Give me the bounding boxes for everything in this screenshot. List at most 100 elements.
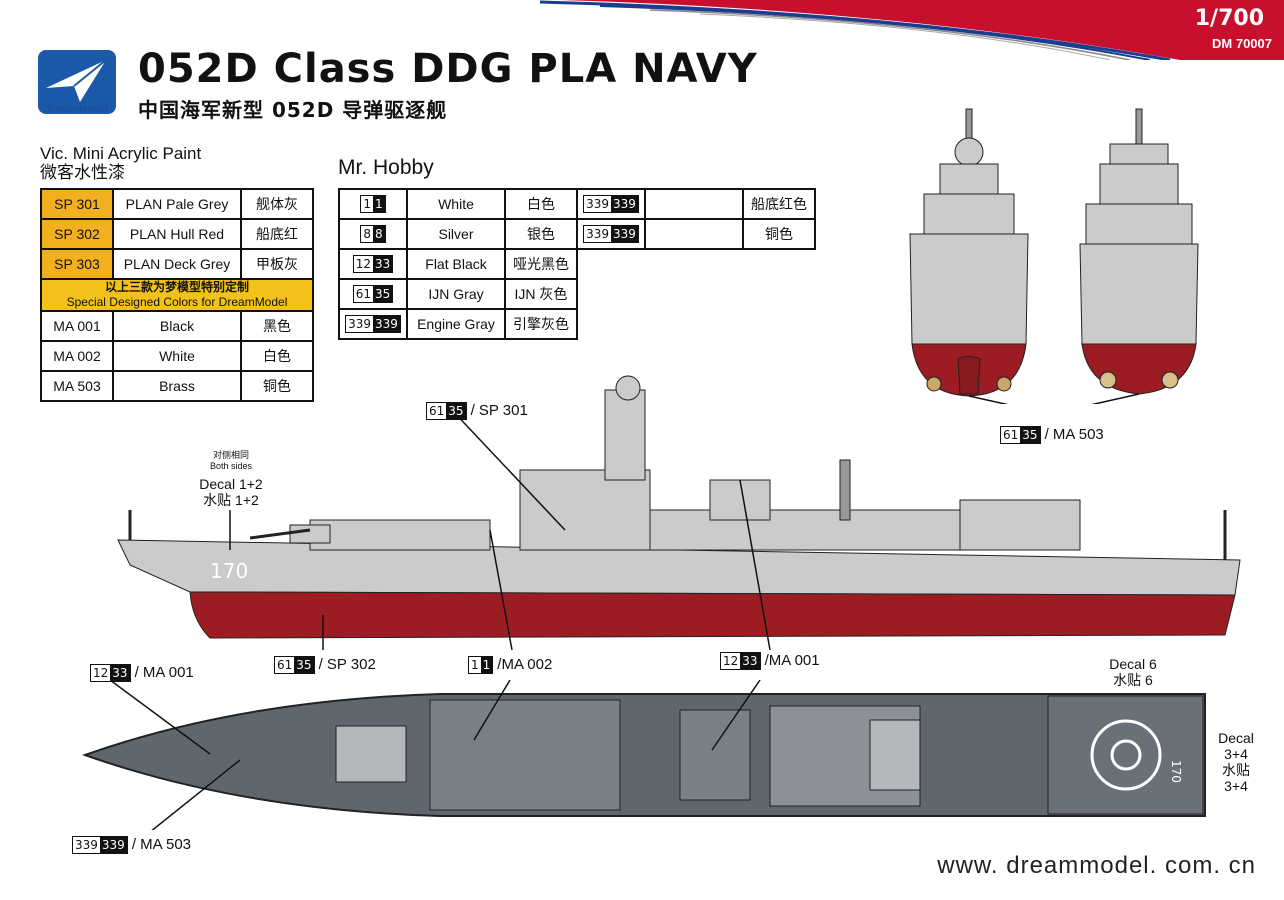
paint-name: Flat Black <box>406 248 506 280</box>
paint-name: IJN Gray <box>406 278 506 310</box>
page-subtitle-cn: 中国海军新型 052D 导弹驱逐舰 <box>138 98 448 122</box>
paint-name: PLAN Hull Red <box>112 218 242 250</box>
decal-3-4-num-cn: 3+4 <box>1224 778 1248 794</box>
special-note-cn: 以上三款为梦模型特别定制 <box>104 280 249 294</box>
top-view: 170 <box>82 680 1206 830</box>
paint-cn: 铜色 <box>240 370 314 402</box>
bow-view <box>909 108 1029 397</box>
paint-name: PLAN Deck Grey <box>112 248 242 280</box>
decal-1-2-en: Decal 1+2 <box>199 476 263 492</box>
table-row: SP 302 PLAN Hull Red 船底红 <box>40 218 314 250</box>
vic-heading-cn: 微客水性漆 <box>40 163 125 182</box>
special-note-en: Special Designed Colors for DreamModel <box>66 295 288 309</box>
paint-cn: 白色 <box>504 188 578 220</box>
paint-cn: 船底红色 <box>742 188 816 220</box>
paint-name: Silver <box>406 218 506 250</box>
website-url[interactable]: www. dreammodel. com. cn <box>937 852 1256 879</box>
table-row: SP 301 PLAN Pale Grey 舰体灰 <box>40 188 314 220</box>
decal-3-4-num: 3+4 <box>1224 746 1248 762</box>
paint-code: MA 503 <box>40 370 114 402</box>
product-code: DM 70007 <box>1212 36 1272 51</box>
both-sides-note: 对侧相同 Both sides <box>196 450 266 472</box>
both-sides-en: Both sides <box>209 461 253 471</box>
vic-paint-table: SP 301 PLAN Pale Grey 舰体灰 SP 302 PLAN Hu… <box>40 188 314 402</box>
decal-6-note: Decal 6 水贴 6 <box>1100 656 1166 688</box>
both-sides-cn: 对侧相同 <box>212 450 249 460</box>
vic-heading-en: Vic. Mini Acrylic Paint <box>40 144 202 163</box>
paint-cn: 引擎灰色 <box>504 308 578 340</box>
paint-cn: 哑光黑色 <box>504 248 578 280</box>
paint-name <box>644 218 744 250</box>
page-title: 052D Class DDG PLA NAVY <box>138 46 758 92</box>
decal-6-en: Decal 6 <box>1109 656 1157 672</box>
table-row: SP 303 PLAN Deck Grey 甲板灰 <box>40 248 314 280</box>
scale-label: 1/700 <box>1194 6 1264 31</box>
decal-3-4-note: Decal 3+4 水贴 3+4 <box>1212 730 1260 794</box>
paint-cn: 舰体灰 <box>240 188 314 220</box>
paint-cn: 铜色 <box>742 218 816 250</box>
side-profile: 170 <box>117 375 1241 650</box>
dreammodel-logo-icon <box>38 50 116 114</box>
table-row: MA 002 White 白色 <box>40 340 314 372</box>
paint-name: Engine Gray <box>406 308 506 340</box>
paint-code: SP 301 <box>40 188 114 220</box>
special-colors-note: 以上三款为梦模型特别定制 Special Designed Colors for… <box>40 278 314 312</box>
bow-stern-views <box>909 108 1199 404</box>
decal-6-cn: 水贴 6 <box>1113 672 1153 688</box>
brand-name: DreamModel <box>47 104 108 115</box>
paint-cn: 银色 <box>504 218 578 250</box>
table-row: 以上三款为梦模型特别定制 Special Designed Colors for… <box>40 278 314 312</box>
paint-name: White <box>112 340 242 372</box>
decal-1-2-note: Decal 1+2 水贴 1+2 <box>186 476 276 508</box>
paint-cn: 甲板灰 <box>240 248 314 280</box>
vic-paint-heading: Vic. Mini Acrylic Paint 微客水性漆 <box>40 144 201 182</box>
paint-name: Black <box>112 310 242 342</box>
paint-code: SP 303 <box>40 248 114 280</box>
paint-code: MA 002 <box>40 340 114 372</box>
header-stripes <box>539 0 1284 60</box>
paint-name <box>644 188 744 220</box>
paint-name: Brass <box>112 370 242 402</box>
stern-view <box>1079 108 1199 395</box>
table-row: MA 001 Black 黑色 <box>40 310 314 342</box>
paint-code: SP 302 <box>40 218 114 250</box>
paint-code: MA 001 <box>40 310 114 342</box>
paint-cn: 船底红 <box>240 218 314 250</box>
decal-3-4-cn: 水贴 <box>1222 762 1250 778</box>
paint-cn: IJN 灰色 <box>504 278 578 310</box>
decal-3-4-label: Decal <box>1218 730 1254 746</box>
paint-name: PLAN Pale Grey <box>112 188 242 220</box>
paint-cn: 黑色 <box>240 310 314 342</box>
